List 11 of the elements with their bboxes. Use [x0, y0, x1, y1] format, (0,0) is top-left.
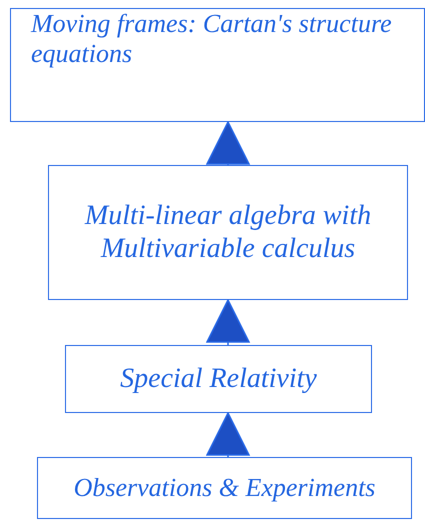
triangle-arrow	[206, 121, 250, 165]
text-box	[37, 457, 412, 519]
box-label: Special Relativity	[120, 362, 317, 396]
box-label: Moving frames: Cartan's structure equations	[31, 9, 393, 69]
text-box	[48, 165, 408, 300]
text-box	[65, 345, 372, 413]
triangle-arrow	[206, 299, 250, 345]
triangle-arrow	[206, 412, 250, 457]
box-label: Observations & Experiments	[74, 473, 376, 503]
text-box	[10, 8, 425, 122]
box-label: Multi-linear algebra with Multivariable calculus	[84, 200, 372, 265]
